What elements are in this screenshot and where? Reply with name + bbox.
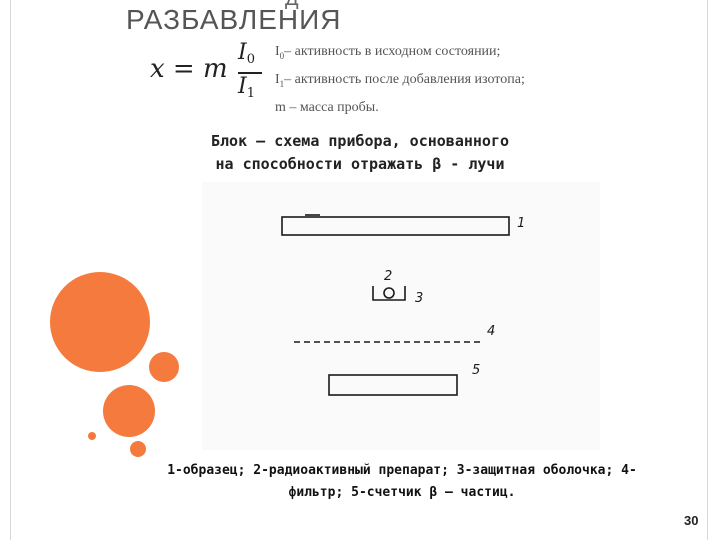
label-5: 5 [472, 363, 480, 378]
fraction-bar [238, 72, 262, 74]
label-3: 3 [415, 291, 423, 306]
definition-i0: I0– активность в исходном состоянии; [275, 44, 501, 61]
decor-circle-small-2 [130, 441, 146, 457]
slide-title: РАЗБАВЛЕНИЯ [126, 4, 342, 35]
formula-denominator: I1 [238, 74, 255, 101]
device-diagram: 1 2 3 4 5 [202, 182, 600, 450]
counter-rect [328, 374, 458, 396]
left-border [10, 0, 11, 540]
definitions-list: I0– активность в исходном состоянии; I1–… [275, 44, 525, 128]
right-border [707, 0, 708, 540]
decor-circle-small-1 [149, 352, 179, 382]
formula-numerator: I0 [238, 40, 255, 67]
title-fragment: Д [285, 0, 299, 11]
definition-i1: I1– активность после добавления изотопа; [275, 72, 525, 89]
subtitle-line-2: на способности отражать β - лучи [215, 155, 505, 173]
page-number: 30 [684, 513, 699, 528]
shield-cup [372, 286, 406, 301]
diagram-drawing: 1 2 3 4 5 [281, 214, 525, 396]
diagram-caption: 1-образец; 2-радиоактивный препарат; 3-з… [96, 460, 708, 504]
source-circle [383, 287, 395, 299]
dilution-formula: x = m I0 I1 [150, 38, 270, 104]
label-1: 1 [517, 216, 525, 231]
caption-line-2: фильтр; 5-счетчик β – частиц. [288, 485, 516, 500]
subtitle-line-1: Блок – схема прибора, основанного [210, 132, 509, 150]
decor-circle-tiny [88, 432, 96, 440]
slide-subtitle: Блок – схема прибора, основанного на спо… [0, 130, 720, 176]
decor-circle-medium [103, 385, 155, 437]
sample-rect [281, 216, 510, 236]
caption-line-1: 1-образец; 2-радиоактивный препарат; 3-з… [167, 463, 637, 478]
decor-circle-large [50, 272, 150, 372]
label-4: 4 [487, 324, 495, 339]
definition-m: m – масса пробы. [275, 100, 379, 115]
label-2: 2 [384, 269, 392, 284]
formula-lhs: x = m [150, 54, 228, 84]
